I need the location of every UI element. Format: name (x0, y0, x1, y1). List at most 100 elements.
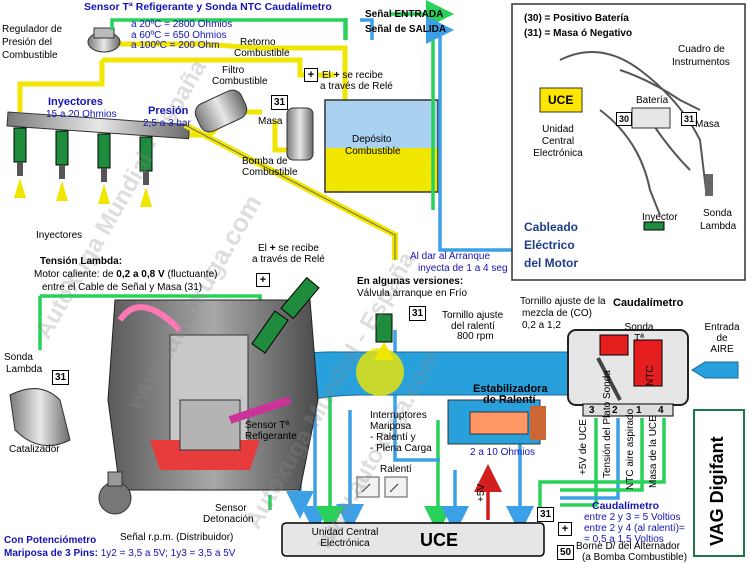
deposito-1: Depósito (352, 134, 392, 145)
inset-badge-31: 31 (681, 112, 697, 126)
signal-wires (38, 0, 644, 534)
badge-50: 50 (557, 545, 574, 560)
tension-lambda-title: Tensión Lambda: (40, 256, 123, 267)
inset-uce-badge: UCE (548, 93, 574, 107)
tornillo-ralenti-1: Tornillo ajuste (442, 310, 504, 321)
sensor-det-1: Sensor (215, 503, 247, 514)
pressure-regulator (87, 27, 121, 53)
ntc-temp-2: a 60ºC = 650 Ohmios (131, 30, 227, 41)
uce-box-code: UCE (420, 530, 459, 550)
pin-3: 3 (589, 405, 595, 416)
uce-box-label-1: Unidad Central (311, 527, 379, 538)
distributor (98, 471, 132, 515)
tornillo-co-3: 0,2 a 1,2 (522, 320, 561, 331)
pin-label-masa: Masa de la UCE (648, 415, 659, 488)
senal-rpm: Señal r.p.m. (Distribuidor) (120, 532, 234, 543)
inyectores-ohms: 15 a 20 Ohmios (46, 109, 117, 120)
fuel-filter (194, 89, 248, 133)
inset-uce-1: Unidad (542, 124, 574, 135)
caudal-bottom-3: = 0,5 a 1,5 Voltios (584, 534, 664, 545)
interruptores-1: Interruptores (370, 410, 427, 421)
cold-start-injector (251, 276, 394, 360)
throttle-switches (356, 476, 408, 498)
entrada-aire-3: AIRE (710, 344, 734, 355)
tornillo-ralenti-2: del ralentí (451, 321, 495, 332)
regulador-label-2: Presión del (2, 37, 53, 48)
regulador-label-1: Regulador de (2, 24, 63, 35)
plus-badge-top: + (304, 68, 318, 82)
retorno-2: Combustible (234, 48, 290, 59)
bomba-1: Bomba de (242, 156, 288, 167)
sensor-det-2: Detonación (203, 514, 254, 525)
filtro-2: Combustible (212, 76, 268, 87)
plus5v-label: +5V (476, 483, 487, 502)
badge-31-top: 31 (271, 95, 288, 110)
presion-value: 2,5 a 3 bar (143, 118, 191, 129)
pin-label-ntc: NTC aire aspirado (625, 408, 636, 490)
signal-in-label: Señal ENTRADA (365, 9, 444, 20)
vag-label: VAG Digifant (707, 436, 727, 546)
inset-bateria: Batería (636, 95, 669, 106)
ralenti-label: Ralentí (380, 464, 412, 475)
plus-badge-mid: + (256, 273, 270, 287)
potenciometro-2: Mariposa de 3 Pins: 1y2 = 3,5 a 5V; 1y3 … (4, 548, 236, 559)
uce-box-shape (281, 522, 545, 557)
inset-title-3: del Motor (524, 256, 578, 270)
interruptores-3: - Ralentí y (370, 432, 416, 443)
inyectores-bottom: Inyectores (36, 230, 83, 241)
sonda-t-2: Tª (634, 333, 644, 344)
caudal-bottom-title: Caudalímetro (592, 500, 660, 512)
inset-uce (539, 87, 583, 113)
tension-lambda-line1: Motor caliente: de 0,2 a 0,8 V (fluctuan… (34, 269, 218, 280)
borne-1: Borne D/ del Alternador (576, 541, 680, 552)
entrada-aire-1: Entrada (704, 322, 740, 333)
tornillo-co-2: mezcla de (CO) (522, 308, 593, 319)
inset-uce-3: Electrónica (533, 148, 583, 159)
inset-legend-1: (30) = Positivo Batería (524, 13, 629, 24)
plus-badge-bottom: + (558, 522, 572, 536)
potenciometro-1: Con Potenciómetro (4, 535, 97, 546)
pin-4: 4 (658, 405, 664, 416)
badge-31-lambda: 31 (52, 370, 69, 385)
signal-out-label: Señal de SALIDA (365, 24, 447, 35)
ntc-temp-3: a 100ºC = 200 Ohm (131, 40, 220, 51)
tornillo-ralenti-3: 800 rpm (457, 331, 494, 342)
inset-inyector: Inyector (642, 212, 678, 223)
idle-stabilizer (447, 399, 546, 445)
inset-badge-30: 30 (616, 112, 632, 126)
estabilizadora-2: de Ralentí (483, 394, 536, 406)
arranque-2: inyecta de 1 a 4 seg (418, 263, 508, 274)
sonda-lambda-1: Sonda (4, 352, 33, 363)
inset-cuadro-2: Instrumentos (672, 57, 730, 68)
ntc-temp-1: a 20ºC = 2800 Ohmios (131, 19, 233, 30)
vag-box-shape (693, 409, 745, 557)
deposito-2: Combustible (345, 146, 401, 157)
uce-box-label-2: Electrónica (320, 538, 370, 549)
interruptores-4: - Plena Carga (370, 443, 432, 454)
inset-battery (631, 107, 671, 129)
sensor-refrig-1: Sensor Tª (245, 420, 290, 431)
rele-mid-1: El + se recibe (258, 243, 319, 254)
inset-injector (643, 221, 665, 231)
ntc-label: NTC (645, 365, 656, 386)
badge-31-bottom: 31 (537, 507, 554, 522)
tension-lambda-line2: entre el Cable de Señal y Masa (31) (42, 282, 203, 293)
regulador-label-3: Combustible (2, 50, 58, 61)
arranque-1: Al dar al Arranque (410, 251, 491, 262)
filtro-1: Filtro (222, 65, 245, 76)
fuel-pump (286, 107, 314, 161)
fuel-tank (324, 99, 439, 193)
inset-title-1: Cableado (524, 220, 579, 234)
fuel-rail (6, 111, 191, 140)
versiones-title: En algunas versiones: (357, 276, 464, 287)
header-title: Sensor Tª Refigerante y Sonda NTC Caudal… (84, 1, 332, 13)
badge-31-mid: 31 (409, 306, 426, 321)
sensor-refrig-2: Refigerante (245, 431, 297, 442)
caudal-bottom-1: entre 2 y 3 = 5 Voltios (584, 512, 681, 523)
catalyst (9, 388, 71, 447)
interruptores-2: Mariposa (370, 421, 412, 432)
inset-legend-2: (31) = Masa ó Negativo (524, 28, 633, 39)
retorno-1: Retorno (240, 37, 276, 48)
